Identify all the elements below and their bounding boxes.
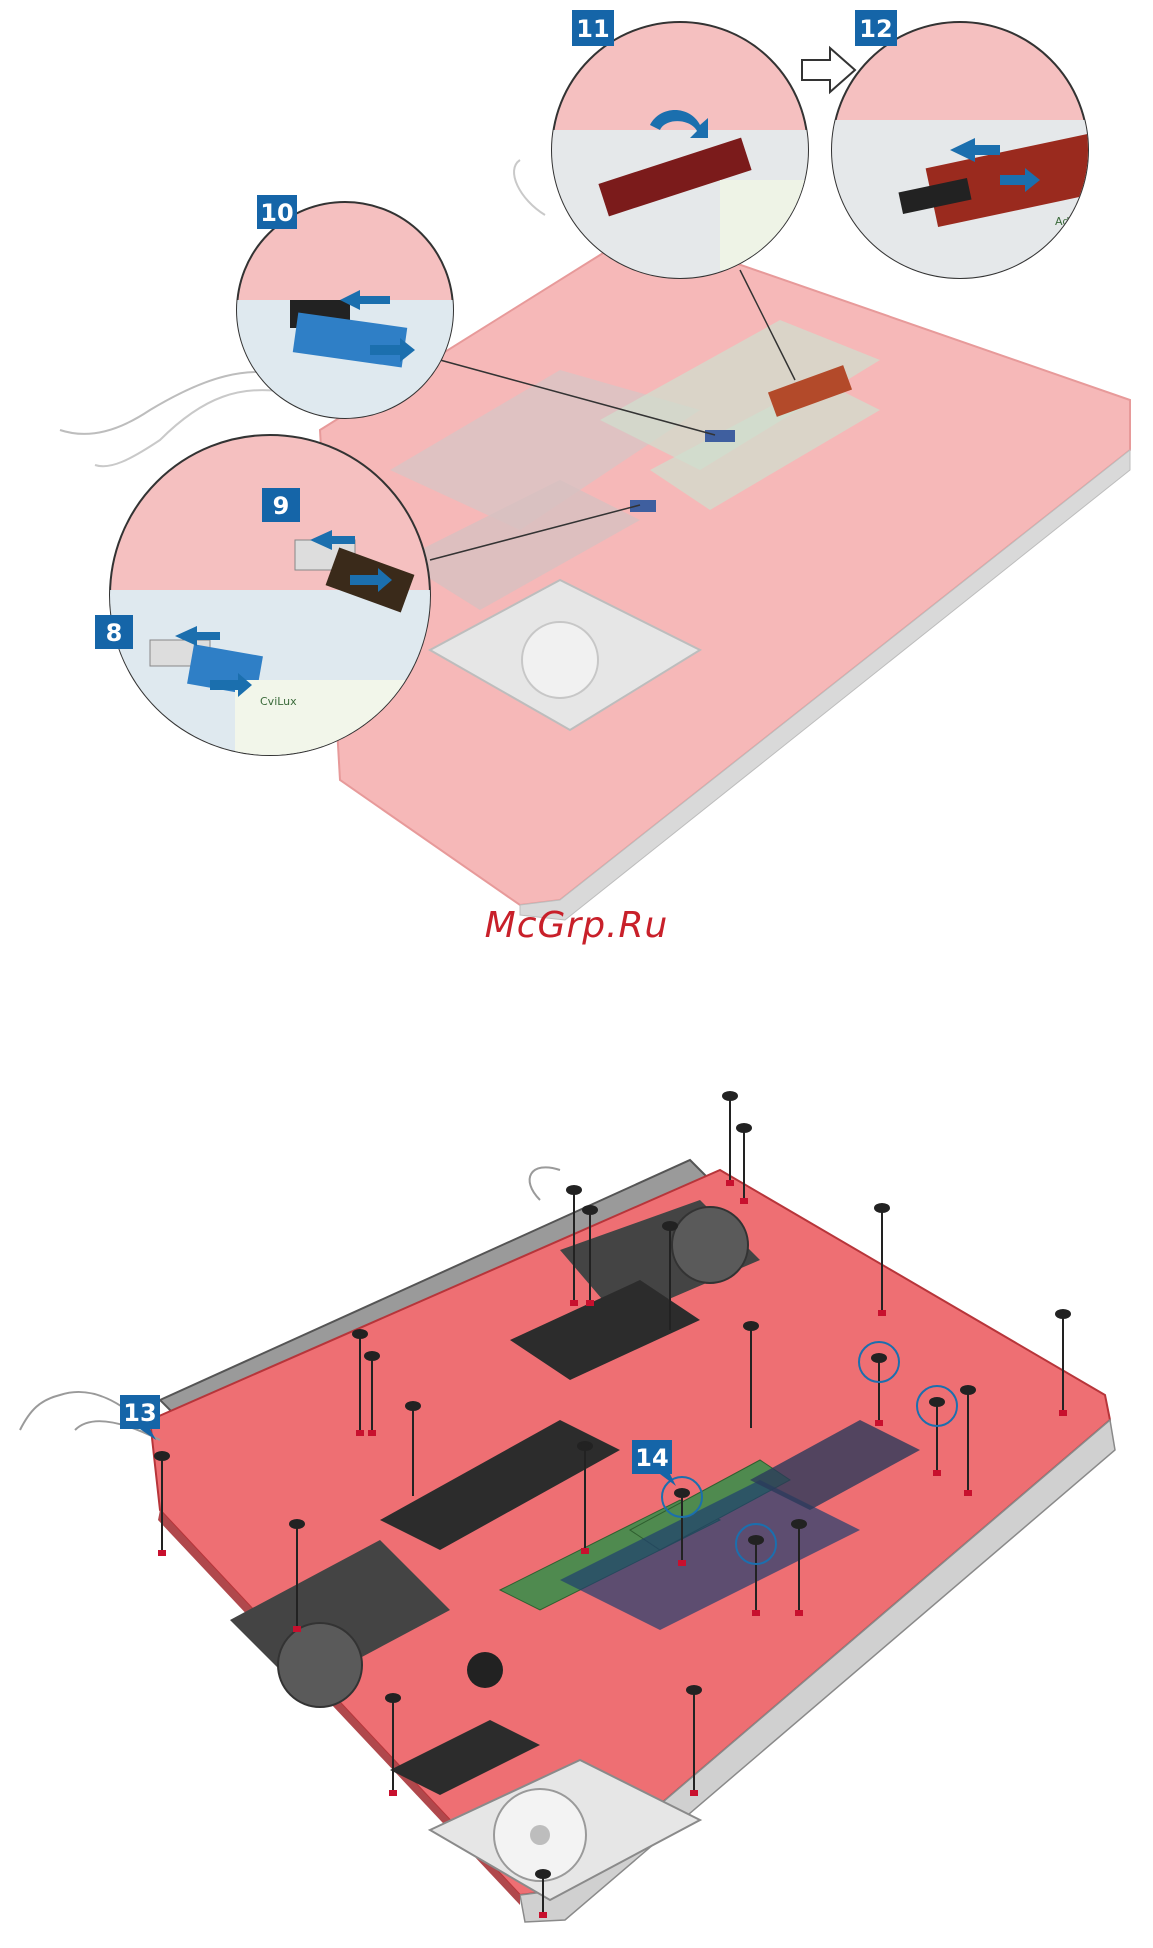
adhesive-label: Adhesive — [1055, 215, 1105, 228]
cvilux-label: CviLux — [260, 695, 297, 708]
watermark-text: McGrp.Ru — [0, 905, 1153, 946]
callout-step-11: 11 — [552, 10, 812, 280]
bottom-laptop-base — [20, 1160, 1115, 1922]
step-number-8: 8 — [106, 619, 123, 647]
step-number-13: 13 — [123, 1399, 156, 1427]
callout-step-12: Adhesive 12 — [832, 10, 1105, 280]
screw-icon — [723, 1092, 737, 1180]
step-number-11: 11 — [576, 15, 609, 43]
next-step-arrow-icon — [802, 48, 855, 92]
step-number-14: 14 — [635, 1444, 668, 1472]
step-number-9: 9 — [273, 492, 290, 520]
step-number-10: 10 — [260, 199, 293, 227]
step-number-12: 12 — [859, 15, 892, 43]
